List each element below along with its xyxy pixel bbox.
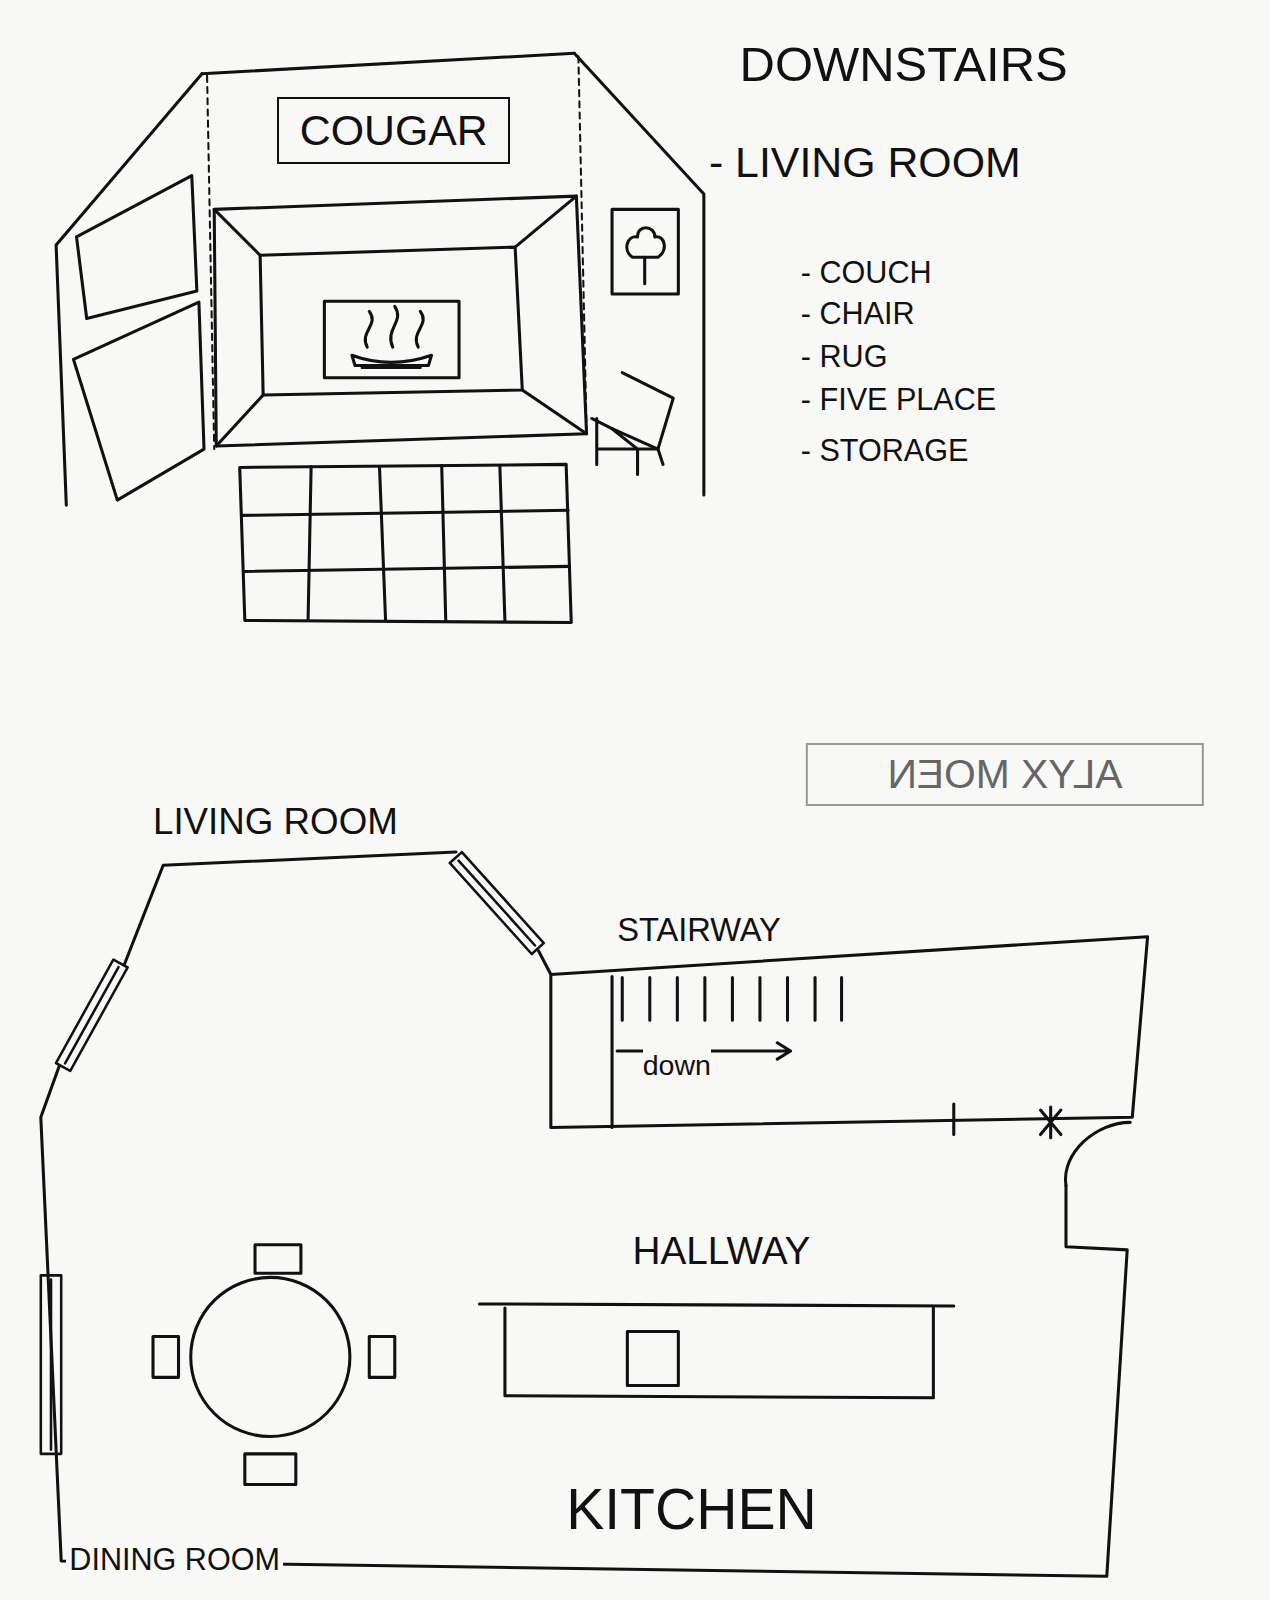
room-label: DINING ROOM	[66, 1542, 283, 1577]
room-label: KITCHEN	[566, 1477, 817, 1543]
room-label: HALLWAY	[632, 1229, 810, 1274]
list-item: - CHAIR	[801, 296, 915, 331]
fireplace	[214, 196, 586, 446]
room-label: LIVING ROOM	[153, 801, 398, 843]
list-item: - FIVE PLACE	[801, 382, 997, 417]
chair	[592, 373, 674, 475]
node-label: ALYX MOEN	[887, 751, 1122, 798]
sign-box: COUGAR	[277, 97, 510, 164]
list-item: - COUCH	[801, 255, 932, 290]
walls	[41, 852, 1148, 1576]
room-walls	[56, 53, 704, 505]
door-marks	[954, 1104, 1061, 1138]
node-label: STAIRWAY	[617, 911, 781, 949]
rug	[240, 464, 572, 622]
direction-label: down	[643, 1049, 711, 1082]
kitchen-counter	[479, 1304, 953, 1398]
stairs	[612, 976, 842, 1127]
list-item: - LIVING ROOM	[709, 138, 1021, 187]
list-item: - RUG	[801, 339, 888, 374]
dining-table	[153, 1245, 395, 1485]
mirrored-stamp: ALYX MOEN	[806, 743, 1204, 806]
tree-picture	[612, 209, 678, 294]
windows	[41, 852, 544, 1454]
list-item: - STORAGE	[801, 433, 969, 468]
page-title: DOWNSTAIRS	[740, 36, 1068, 92]
stairway-area: STAIRWAY down	[551, 911, 1148, 1127]
storage-door	[73, 176, 204, 500]
node-label: COUGAR	[300, 106, 488, 155]
